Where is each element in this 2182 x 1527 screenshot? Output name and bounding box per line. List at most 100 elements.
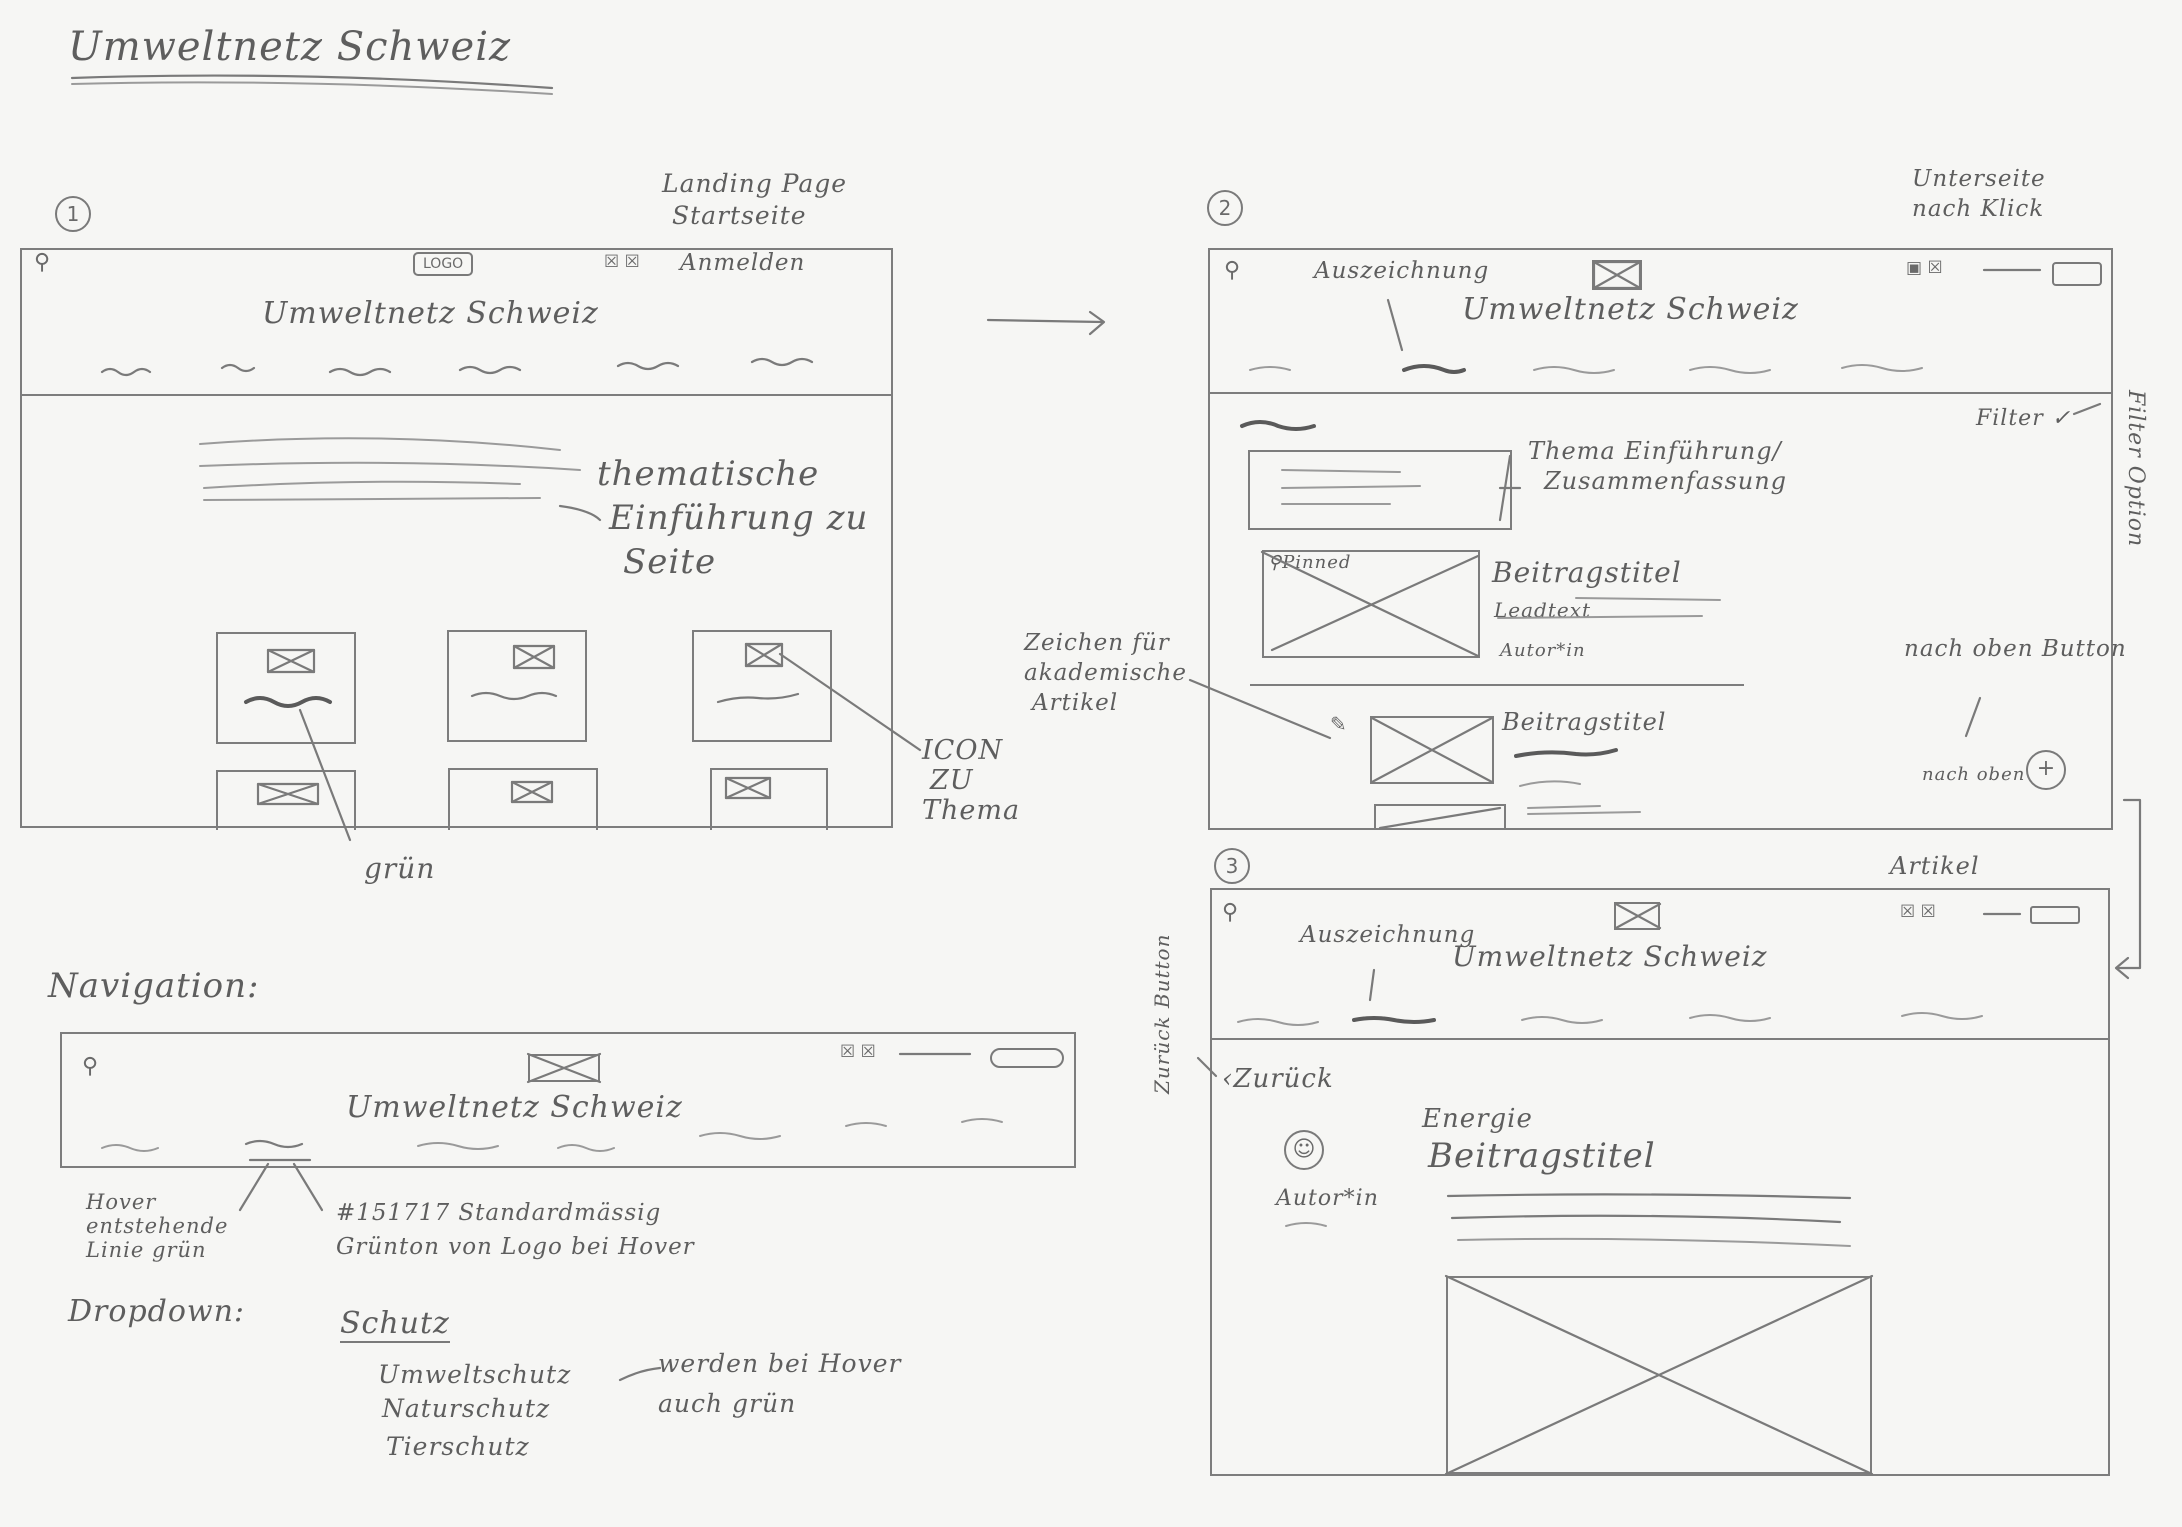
- article-image-2[interactable]: [1370, 716, 1494, 784]
- pinned-text: Pinned: [1282, 552, 1352, 573]
- back-label: Zurück: [1233, 1064, 1334, 1094]
- chevron-left-icon: ‹: [1222, 1064, 1234, 1094]
- academic-note-line3: Artikel: [1032, 690, 1119, 716]
- hero-note-line1: thematische: [597, 454, 820, 494]
- frame2-number: 2: [1207, 190, 1243, 226]
- frame2-site-title: Umweltnetz Schweiz: [1462, 292, 1799, 327]
- dropdown-item-naturschutz[interactable]: Naturschutz: [382, 1394, 551, 1423]
- frame3-header-divider: [1210, 1038, 2110, 1040]
- frame2-header-divider: [1208, 392, 2113, 394]
- academic-note-line2: akademische: [1024, 660, 1187, 686]
- icon-note-line2: ZU: [930, 765, 974, 796]
- intro-box: [1248, 450, 1512, 530]
- top-button-label: nach oben: [1922, 764, 2026, 785]
- dropdown-item-tierschutz[interactable]: Tierschutz: [386, 1432, 530, 1461]
- intro-note-line1: Thema Einführung/: [1528, 437, 1782, 465]
- chevron-down-icon: ✓: [2043, 406, 2072, 431]
- frame1-icons[interactable]: ☒ ☒: [604, 252, 640, 272]
- filter-label: Filter: [1976, 406, 2044, 431]
- login-link[interactable]: Anmelden: [680, 250, 806, 276]
- frame3-author: Autor*in: [1276, 1186, 1379, 1211]
- pinned-article-author: Autor*in: [1500, 640, 1586, 661]
- topic-card-5[interactable]: [448, 768, 598, 830]
- frame1-number: 1: [55, 196, 91, 232]
- user-icon: ☺: [1292, 1137, 1316, 1162]
- logo-icon: [1614, 902, 1660, 930]
- hover-note-line2: entstehende: [86, 1214, 229, 1238]
- topic-card-4[interactable]: [216, 770, 356, 830]
- dropdown-item-umweltschutz[interactable]: Umweltschutz: [378, 1360, 572, 1389]
- frame1-landing-page: [20, 248, 893, 828]
- article-hero-image: [1446, 1276, 1872, 1474]
- frame3-article-title: Beitragstitel: [1428, 1136, 1656, 1176]
- hover-note-line1: Hover: [86, 1190, 157, 1214]
- navigation-site-title: Umweltnetz Schweiz: [346, 1090, 683, 1125]
- back-button[interactable]: ‹Zurück: [1222, 1064, 1334, 1094]
- pin-icon: ⚲: [1268, 552, 1283, 573]
- color-note-line1: #151717 Standardmässig: [336, 1200, 662, 1226]
- page-title: Umweltnetz Schweiz: [68, 24, 512, 70]
- color-note: #151717 Standardmässig Grünton von Logo …: [336, 1196, 695, 1264]
- navigation-heading: Navigation:: [48, 966, 260, 1006]
- nav-login-box[interactable]: [990, 1048, 1064, 1068]
- dropdown-note: werden bei Hover auch grün: [658, 1344, 901, 1424]
- topic-card-6[interactable]: [710, 768, 828, 830]
- frame3-icons[interactable]: ☒ ☒: [1900, 902, 1936, 922]
- color-note-line2: Grünton von Logo bei Hover: [336, 1234, 695, 1260]
- frame1-green-note: grün: [364, 852, 436, 885]
- frame1-caption: Landing Page Startseite: [662, 168, 847, 232]
- frame2-top-button-note: nach oben Button: [1904, 636, 2127, 662]
- frame3-highlight-label: Auszeichnung: [1300, 922, 1476, 948]
- frame3-caption: Artikel: [1890, 852, 1980, 880]
- dropdown-parent[interactable]: Schutz: [340, 1306, 450, 1343]
- topic-card-2[interactable]: [447, 630, 587, 742]
- frame3-site-title: Umweltnetz Schweiz: [1452, 940, 1768, 973]
- topic-card-1[interactable]: [216, 632, 356, 744]
- crosshair-icon: +: [2036, 756, 2056, 781]
- hover-note-line3: Linie grün: [86, 1238, 207, 1262]
- frame2-login-box[interactable]: [2052, 262, 2102, 286]
- frame1-icon-note: ICON ZU Thema: [922, 736, 1020, 826]
- frame1-header-divider: [20, 394, 893, 396]
- dropdown-heading: Dropdown:: [68, 1294, 246, 1329]
- frame2-icons[interactable]: ▣ ☒: [1906, 258, 1943, 278]
- icon-note-line1: ICON: [922, 735, 1004, 766]
- frame3-number: 3: [1214, 848, 1250, 884]
- search-icon[interactable]: ⚲: [1222, 900, 1239, 925]
- frame3-login-box[interactable]: [2030, 906, 2080, 924]
- frame1-hero-note: thematische Einführung zu Seite: [597, 452, 868, 584]
- nav-icons[interactable]: ☒ ☒: [840, 1042, 876, 1062]
- hero-note-line2: Einführung zu: [609, 498, 869, 538]
- frame2-to-frame3-arrow: [2114, 798, 2142, 980]
- frame2-highlight-label: Auszeichnung: [1314, 258, 1490, 284]
- navigation-bar-sketch: [60, 1032, 1076, 1168]
- frame2-subpage: [1208, 248, 2113, 830]
- frame1-caption-line1: Landing Page: [662, 169, 848, 198]
- dropdown-note-line2: auch grün: [658, 1389, 797, 1418]
- topic-card-3[interactable]: [692, 630, 832, 742]
- frame1-logo: LOGO: [413, 252, 474, 276]
- frame3-back-note: Zurück Button: [1150, 933, 1174, 1094]
- frame1-site-title: Umweltnetz Schweiz: [262, 296, 599, 331]
- frame2-caption-line1: Unterseite: [1912, 166, 2046, 192]
- dropdown-note-line1: werden bei Hover: [658, 1349, 902, 1378]
- frame2-academic-note: Zeichen für akademische Artikel: [1024, 628, 1187, 718]
- frame2-caption-line2: nach Klick: [1912, 196, 2045, 222]
- frame2-intro-note: Thema Einführung/ Zusammenfassung: [1528, 436, 1787, 496]
- search-icon[interactable]: ⚲: [82, 1054, 99, 1079]
- article-image-3[interactable]: [1374, 804, 1506, 830]
- pinned-article-lead: Leadtext: [1494, 598, 1592, 622]
- frame3-category: Energie: [1422, 1104, 1533, 1134]
- article-divider: [1250, 684, 1744, 686]
- logo-icon: [528, 1054, 600, 1082]
- hero-note-line3: Seite: [623, 542, 717, 582]
- article-title-2[interactable]: Beitragstitel: [1502, 708, 1667, 736]
- search-icon[interactable]: ⚲: [1224, 258, 1241, 283]
- pinned-article-title[interactable]: Beitragstitel: [1492, 556, 1682, 589]
- search-icon[interactable]: ⚲: [34, 250, 51, 275]
- filter-dropdown[interactable]: Filter ✓: [1976, 406, 2071, 431]
- frame1-caption-line2: Startseite: [672, 201, 807, 230]
- academic-icon: ✎: [1330, 712, 1347, 736]
- back-to-top-button[interactable]: +: [2026, 750, 2066, 790]
- avatar: ☺: [1284, 1130, 1324, 1170]
